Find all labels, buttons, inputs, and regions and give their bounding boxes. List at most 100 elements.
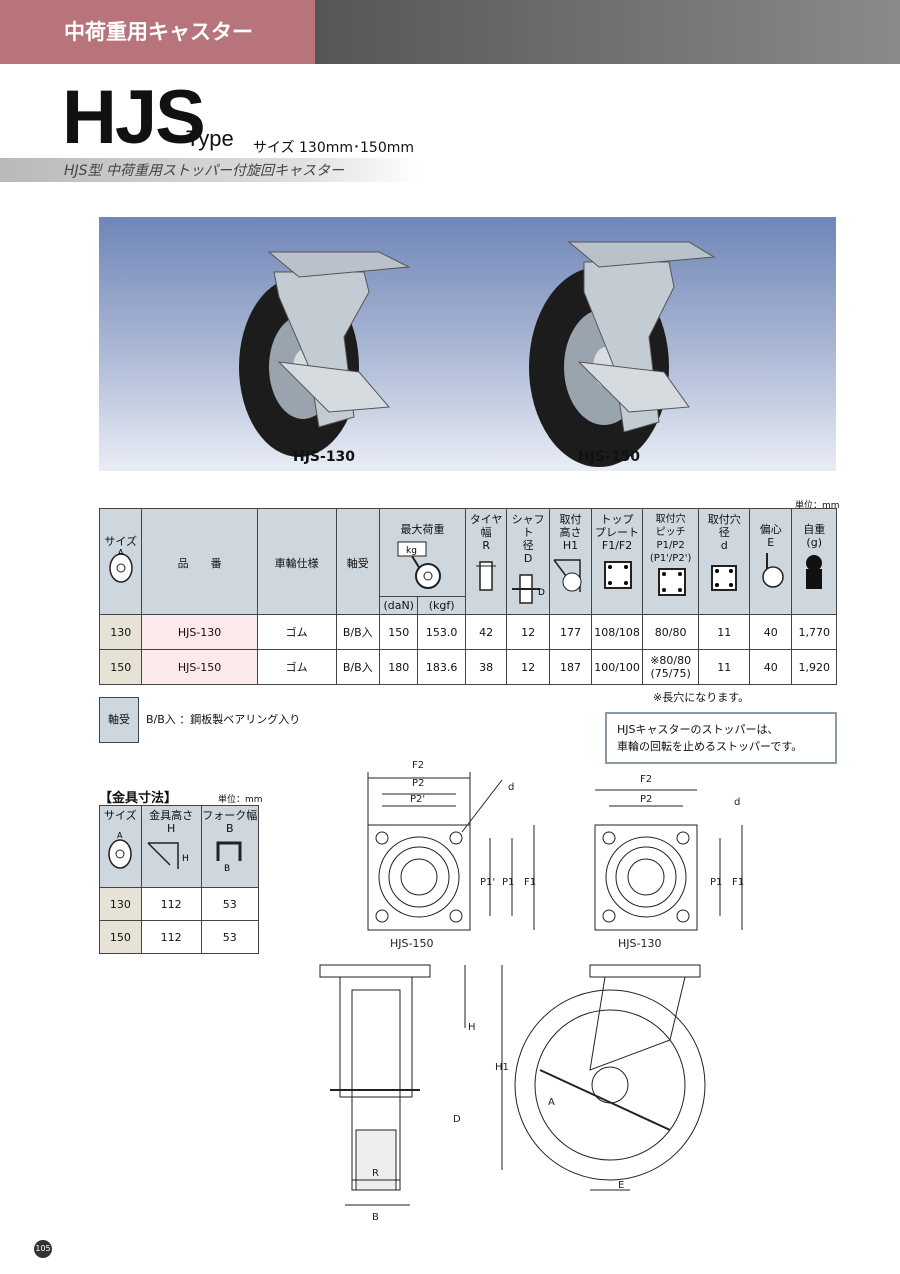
cell-r: 42 [464,614,508,650]
header-height: 取付 高さ H1 [548,508,593,615]
bearing-text: B/B入 ：鋼板製ベアリング入り [146,713,301,726]
fit-cell-h: 112 [140,920,202,954]
header-load: 最大荷重 kg [379,508,466,597]
dim-f2: F2 [412,760,424,771]
drawing-label-130: HJS-130 [618,937,661,950]
cell-part: HJS-150 [141,649,258,685]
fit-fork-icon: B [216,841,242,874]
wheel-icon: A [108,548,133,583]
table-row: 130 HJS-130 ゴム B/B入 150 153.0 42 12 177 … [98,614,837,650]
fit-cell-size: 130 [99,887,142,921]
spec-table: サイズ A 品 番 車輪仕様 軸受 最大荷重 kg タイヤ 幅 R シャフト 径… [98,508,837,685]
offset-icon [761,553,784,588]
cell-r: 38 [464,649,508,685]
product-photo [99,217,836,471]
cell-pitch: 80/80 [641,614,700,650]
fit-cell-size: 150 [99,920,142,954]
dim-f2-130: F2 [640,774,652,785]
fit-header-b: フォーク幅 B B [200,805,259,888]
page-number: 105 [34,1240,52,1258]
load-icon-text: kg [406,546,417,556]
cell-plate: 100/100 [591,649,643,685]
cell-weight: 1,770 [791,614,837,650]
dim-h1: H1 [495,1062,509,1073]
info-box: HJSキャスターのストッパーは、 車輪の回転を止めるストッパーです。 [605,712,837,764]
cell-weight: 1,920 [791,649,837,685]
fittings-table: サイズ A 金具高さ H H フォーク幅 B B 130 112 53 150 … [99,805,259,954]
pitch-icon [657,568,686,596]
dim-h: H [468,1022,476,1033]
table-row: 130 112 53 [99,887,259,921]
size-label: サイズ 130mm･150mm [253,140,415,156]
cell-e: 40 [748,649,793,685]
subtitle: HJS型 中荷重用ストッパー付旋回キャスター [64,163,344,179]
cell-part: HJS-130 [141,614,258,650]
category-title: 中荷重用キャスター [0,0,315,64]
cell-size: 130 [98,614,143,650]
cell-dan: 150 [379,614,419,650]
shaft-icon-label: D [538,588,545,598]
svg-text:A: A [118,548,124,557]
dim-p2-130: P2 [640,794,652,805]
header-size: サイズ A [98,508,143,615]
dim-r: R [372,1168,379,1179]
dim-a: A [548,1097,555,1108]
cell-kgf: 153.0 [417,614,466,650]
dim-f1-130: F1 [732,877,744,888]
load-icon: kg [397,541,442,589]
header-wheel: 車輪仕様 [256,508,337,615]
header-plate: トップ プレート F1/F2 [591,508,643,615]
cell-pitch: ※80/80 (75/75) [641,649,700,685]
cell-dan: 180 [379,649,419,685]
drawing-label-150: HJS-150 [390,937,433,950]
fittings-unit: 単位：mm [218,795,263,805]
cell-size: 150 [98,649,143,685]
spec-note: ※長穴になります。 [653,691,750,704]
hole-icon [711,565,738,591]
photo-label-130: HJS-130 [293,449,356,465]
dim-d-130: d [734,797,740,808]
header-pitch: 取付穴 ピッチ P1/P2 (P1'/P2') [641,508,700,615]
cell-h1: 187 [548,649,593,685]
header-weight: 自重 (g) [791,508,837,615]
model-title: HJS [62,75,206,160]
type-label: Type [186,126,234,151]
cell-bearing: B/B入 [335,649,381,685]
dim-p2p: P2' [410,794,425,805]
header-shaft: シャフト 径 D D [506,508,550,615]
table-row: 150 112 53 [99,920,259,954]
fit-header-size: サイズ A [99,805,142,888]
fit-header-h: 金具高さ H H [140,805,202,888]
header-bearing: 軸受 [335,508,381,615]
weight-icon [806,555,823,589]
dim-f1-150: F1 [524,877,536,888]
header-part: 品 番 [141,508,258,615]
cell-hole: 11 [698,649,750,685]
header-kgf: (kgf) [417,596,466,615]
technical-drawings: F2 P2 P2' d P1' P1 F1 HJS-150 F2 P2 d P1… [319,760,744,1223]
table-row: 150 HJS-150 ゴム B/B入 180 183.6 38 12 187 … [98,649,837,685]
dim-p1-130: P1 [710,877,722,888]
cell-plate: 108/108 [591,614,643,650]
cell-bearing: B/B入 [335,614,381,650]
subtitle-bar [0,158,420,182]
shaft-icon: D [512,574,545,604]
cell-wheel: ゴム [256,614,337,650]
dim-b: B [372,1212,379,1223]
header-offset: 偏心 E [748,508,793,615]
dim-p1p: P1' [480,877,495,888]
info-line-2: 車輪の回転を止めるストッパーです。 [617,740,803,753]
cell-kgf: 183.6 [417,649,466,685]
cell-e: 40 [748,614,793,650]
cell-d: 12 [506,614,550,650]
dim-d-150: d [508,782,514,793]
header-hole: 取付穴 径 d [698,508,750,615]
dim-p2: P2 [412,778,424,789]
dim-d-shaft: D [453,1114,461,1125]
cell-wheel: ゴム [256,649,337,685]
svg-text:H: H [182,854,189,864]
dim-p1-150: P1 [502,877,514,888]
photo-label-150: HJS-150 [578,449,641,465]
height-icon [552,559,582,592]
svg-text:A: A [117,831,123,840]
